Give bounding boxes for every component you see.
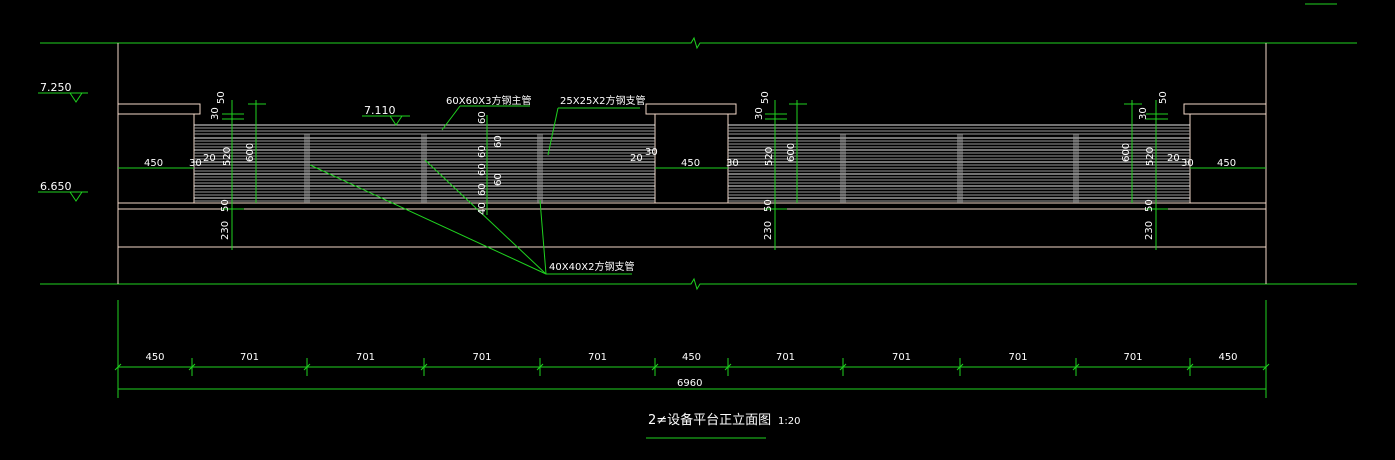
dim-600-center: 600: [786, 143, 797, 162]
chain-tick-3: [420, 363, 428, 371]
dim-600-right: 600: [1121, 143, 1132, 162]
support-pipe-callout: 40X40X2方钢支管: [309, 159, 635, 275]
dim-450-right: 450: [1217, 158, 1236, 169]
dim-30-center-b: 30: [726, 158, 739, 169]
segment-label-1: 701: [240, 352, 259, 363]
dim-520-left: 520: [222, 147, 233, 166]
dim-520-center: 520: [764, 147, 775, 166]
segment-label-5: 450: [682, 352, 701, 363]
dim-230-left: 230: [220, 221, 231, 240]
chain-tick-9: [1072, 363, 1080, 371]
segment-label-9: 701: [1123, 352, 1142, 363]
dim-60-a: 60: [477, 111, 488, 124]
level-bottom-label: 6.650: [40, 180, 72, 193]
left-post-dims: [222, 100, 266, 250]
base-slab: [118, 202, 1266, 248]
dim-30-left-mid: 30: [189, 158, 202, 169]
dim-20-right: 20: [1167, 153, 1180, 164]
dim-230-right: 230: [1144, 221, 1155, 240]
bottom-dimension-chain: [114, 300, 1270, 398]
segment-label-6: 701: [776, 352, 795, 363]
dim-50-center-top: 50: [760, 91, 771, 104]
dim-450-left: 450: [144, 158, 163, 169]
dim-20-left: 20: [203, 153, 216, 164]
drawing-title: 2≠设备平台正立面图 1:20: [646, 412, 800, 439]
top-break-line: [40, 36, 1357, 50]
title-scale: 1:20: [778, 416, 800, 427]
dim-30-right-mid: 30: [1181, 158, 1194, 169]
segment-label-7: 701: [892, 352, 911, 363]
segment-label-3: 701: [472, 352, 491, 363]
dim-30-center: 30: [754, 107, 765, 120]
dim-60-c: 60: [477, 163, 488, 176]
main-pipe-label: 60X60X3方钢主管: [446, 94, 532, 107]
level-marker-mid: 7.110: [362, 104, 410, 126]
chain-tick-11: [1262, 363, 1270, 371]
level-top-label: 7.250: [40, 81, 72, 94]
dim-30-center-a: 30: [645, 147, 658, 158]
chain-tick-0: [114, 363, 122, 371]
dim-230-center: 230: [763, 221, 774, 240]
dim-450-center: 450: [681, 158, 700, 169]
dim-50-left-bottom: 50: [220, 199, 231, 212]
chain-tick-2: [303, 363, 311, 371]
sub-pipe-label: 25X25X2方钢支管: [560, 94, 646, 107]
chain-tick-1: [188, 363, 196, 371]
chain-tick-8: [956, 363, 964, 371]
dim-520-right: 520: [1145, 147, 1156, 166]
dim-600-left: 600: [245, 143, 256, 162]
left-post: [118, 103, 201, 203]
dim-50-right-top: 50: [1158, 91, 1169, 104]
right-post: [1183, 103, 1266, 203]
dim-30-left: 30: [210, 107, 221, 120]
sub-pipe-callout: 25X25X2方钢支管: [547, 94, 646, 156]
segment-labels: 450 701 701 701 701 450 701 701 701 701 450: [145, 352, 1237, 363]
overall-dim-label: 6960: [677, 378, 702, 389]
dim-60-e: 60: [493, 135, 504, 148]
main-pipe-callout: 60X60X3方钢主管: [441, 94, 532, 131]
dim-50-right-bottom: 50: [1144, 199, 1155, 212]
level-marker-top: 7.250: [38, 81, 88, 103]
segment-label-8: 701: [1008, 352, 1027, 363]
chain-tick-6: [724, 363, 732, 371]
level-marker-bottom: 6.650: [38, 180, 88, 202]
dim-20-center: 20: [630, 153, 643, 164]
dim-40: 40: [477, 202, 488, 215]
dim-60-b: 60: [477, 145, 488, 158]
chain-tick-7: [839, 363, 847, 371]
segment-label-2: 701: [356, 352, 375, 363]
center-post-dims: [765, 100, 807, 250]
segment-label-4: 701: [588, 352, 607, 363]
dim-60-d: 60: [477, 183, 488, 196]
right-post-dims: [1124, 100, 1168, 250]
chain-tick-10: [1186, 363, 1194, 371]
bottom-break-line: [40, 277, 1357, 291]
dim-50-left-top: 50: [216, 91, 227, 104]
center-post: [645, 103, 737, 203]
title-main: 2≠设备平台正立面图: [648, 412, 771, 428]
dim-60-f: 60: [493, 173, 504, 186]
chain-tick-5: [651, 363, 659, 371]
dim-30-right: 30: [1138, 107, 1149, 120]
support-pipe-label: 40X40X2方钢支管: [549, 260, 635, 273]
level-mid-label: 7.110: [364, 104, 396, 117]
segment-label-0: 450: [145, 352, 164, 363]
chain-tick-4: [536, 363, 544, 371]
vertical-support-pipes: [304, 134, 1079, 203]
segment-label-10: 450: [1218, 352, 1237, 363]
dim-50-center-bottom: 50: [763, 199, 774, 212]
